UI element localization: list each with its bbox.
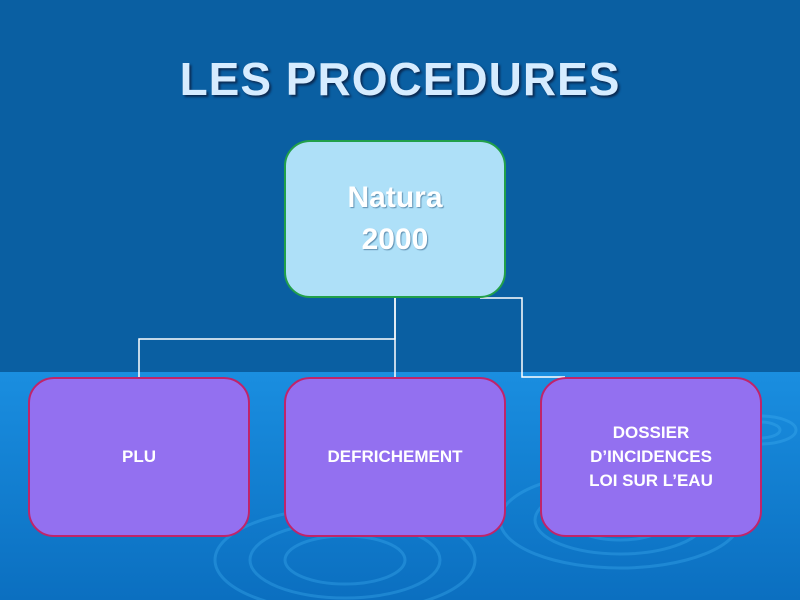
defrichement-box: DEFRICHEMENT <box>284 377 506 537</box>
natura-2000-box: Natura 2000 <box>284 140 506 298</box>
dossier-incidences-box: DOSSIER D’INCIDENCES LOI SUR L’EAU <box>540 377 762 537</box>
plu-label: PLU <box>122 447 156 466</box>
defrichement-label: DEFRICHEMENT <box>327 447 463 466</box>
dossier-incidences-label: DOSSIER D’INCIDENCES LOI SUR L’EAU <box>589 423 713 490</box>
plu-box: PLU <box>28 377 250 537</box>
natura-2000-label: Natura 2000 <box>347 181 443 256</box>
slide-title: LES PROCEDURES <box>179 53 621 105</box>
